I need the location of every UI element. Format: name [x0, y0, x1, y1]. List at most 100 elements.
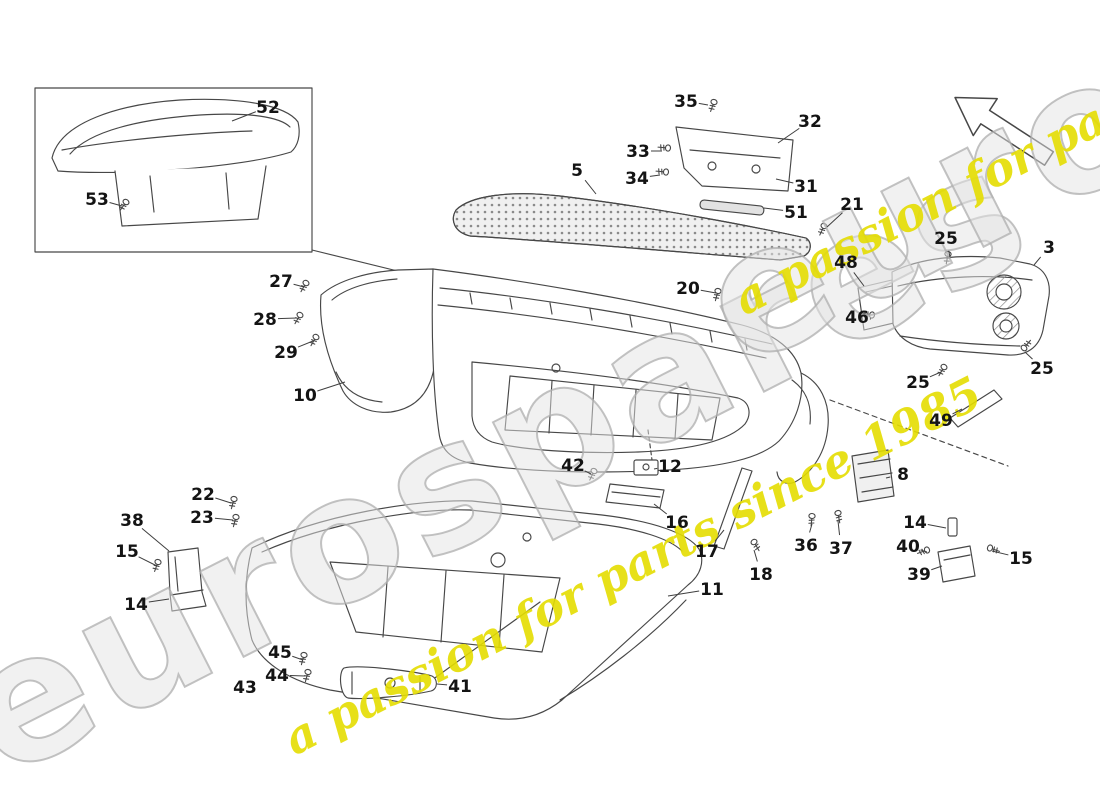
leader-line-42 — [584, 470, 592, 475]
part-callout-16[interactable]: 16 — [665, 513, 689, 533]
dashed-reference-line — [647, 429, 653, 461]
direction-arrow-icon — [954, 96, 1055, 166]
part-38-bracket — [167, 547, 207, 612]
part-37-grommet — [833, 509, 844, 524]
leader-line-49 — [952, 408, 963, 415]
part-callout-28[interactable]: 28 — [253, 310, 277, 330]
part-callout-21[interactable]: 21 — [840, 195, 864, 215]
dashed-reference-line — [829, 399, 1009, 467]
leader-line-34 — [649, 174, 661, 177]
part-16-bracket — [605, 483, 665, 509]
leader-line-3 — [1033, 256, 1042, 266]
part-18-screw — [749, 537, 763, 553]
part-callout-27[interactable]: 27 — [269, 272, 293, 292]
leader-line-53 — [109, 202, 123, 207]
part-callout-45[interactable]: 45 — [268, 643, 292, 663]
part-callout-37[interactable]: 37 — [829, 539, 853, 559]
part-49-bracket — [949, 389, 1003, 428]
part-callout-8[interactable]: 8 — [897, 465, 909, 485]
leader-line-28 — [277, 317, 298, 320]
part-3-rear-panel — [857, 255, 1050, 356]
part-callout-5[interactable]: 5 — [571, 161, 583, 181]
part-12-clip-hole — [642, 463, 650, 471]
callout-leader-lines — [109, 102, 1042, 686]
part-callout-25[interactable]: 25 — [906, 373, 930, 393]
part-33-screw — [657, 143, 672, 152]
part-callout-36[interactable]: 36 — [794, 536, 818, 556]
part-callout-3[interactable]: 3 — [1043, 238, 1055, 258]
part-callout-42[interactable]: 42 — [561, 456, 585, 476]
leader-line-38 — [141, 527, 170, 552]
leader-line-23 — [214, 517, 234, 521]
part-callout-17[interactable]: 17 — [695, 542, 719, 562]
part-callout-18[interactable]: 18 — [749, 565, 773, 585]
part-callout-40[interactable]: 40 — [896, 537, 920, 557]
part-11-lower-fascia — [245, 500, 703, 720]
part-callout-34[interactable]: 34 — [625, 169, 649, 189]
part-callout-51[interactable]: 51 — [784, 203, 808, 223]
part-5-impact-absorber — [452, 193, 811, 261]
leader-line-52 — [231, 111, 257, 122]
part-callout-52[interactable]: 52 — [256, 98, 280, 118]
leader-line-15 — [991, 550, 1009, 556]
part-callout-15[interactable]: 15 — [115, 542, 139, 562]
part-callout-20[interactable]: 20 — [676, 279, 700, 299]
part-callout-29[interactable]: 29 — [274, 343, 298, 363]
leader-line-22 — [215, 497, 232, 504]
leader-line-31 — [775, 178, 794, 184]
leader-line-32 — [777, 127, 800, 144]
leader-line-51 — [763, 207, 784, 211]
part-callout-31[interactable]: 31 — [794, 177, 818, 197]
part-callout-25[interactable]: 25 — [934, 229, 958, 249]
part-callout-25[interactable]: 25 — [1030, 359, 1054, 379]
part-callout-39[interactable]: 39 — [907, 565, 931, 585]
leader-line-16 — [653, 503, 668, 515]
leader-line-8 — [885, 476, 891, 479]
part-callout-43[interactable]: 43 — [233, 678, 257, 698]
leader-line-35 — [698, 102, 709, 106]
part-callout-15[interactable]: 15 — [1009, 549, 1033, 569]
part-29-screw — [307, 332, 321, 348]
part-callout-33[interactable]: 33 — [626, 142, 650, 162]
leader-line-21 — [826, 212, 843, 228]
leader-line-40 — [920, 549, 928, 553]
leader-line-14 — [927, 523, 947, 529]
leader-line-44 — [289, 674, 306, 677]
part-callout-49[interactable]: 49 — [929, 411, 953, 431]
part-17-strip — [713, 467, 753, 550]
part-callout-10[interactable]: 10 — [293, 386, 317, 406]
leader-line-27 — [293, 283, 305, 288]
part-callout-44[interactable]: 44 — [265, 666, 289, 686]
part-callout-38[interactable]: 38 — [120, 511, 144, 531]
part-callout-14[interactable]: 14 — [903, 513, 927, 533]
leader-line-29 — [297, 340, 314, 348]
leader-line-48 — [853, 272, 865, 287]
part-callout-12[interactable]: 12 — [658, 457, 682, 477]
leader-line-12 — [653, 467, 658, 470]
leader-line-5 — [584, 179, 597, 195]
part-callout-14[interactable]: 14 — [124, 595, 148, 615]
leader-line-25 — [1024, 351, 1033, 360]
part-callout-46[interactable]: 46 — [845, 308, 869, 328]
part-callout-22[interactable]: 22 — [191, 485, 215, 505]
part-callout-32[interactable]: 32 — [798, 112, 822, 132]
part-callout-23[interactable]: 23 — [190, 508, 214, 528]
leader-line-39 — [931, 565, 943, 571]
part-callout-53[interactable]: 53 — [85, 190, 109, 210]
part-35-screw — [707, 98, 719, 114]
leader-line-25 — [929, 371, 942, 378]
leader-line-14 — [148, 598, 170, 603]
part-callout-48[interactable]: 48 — [834, 253, 858, 273]
leader-line-18 — [753, 549, 758, 562]
leader-line-11 — [667, 590, 700, 597]
leader-line-17 — [714, 529, 725, 542]
part-8-reflector — [851, 449, 895, 503]
leader-line-15 — [138, 556, 158, 567]
part-callout-11[interactable]: 11 — [700, 580, 724, 600]
part-12-clip — [633, 459, 659, 476]
part-callout-41[interactable]: 41 — [448, 677, 472, 697]
part-callout-35[interactable]: 35 — [674, 92, 698, 112]
leader-line-45 — [292, 655, 304, 661]
